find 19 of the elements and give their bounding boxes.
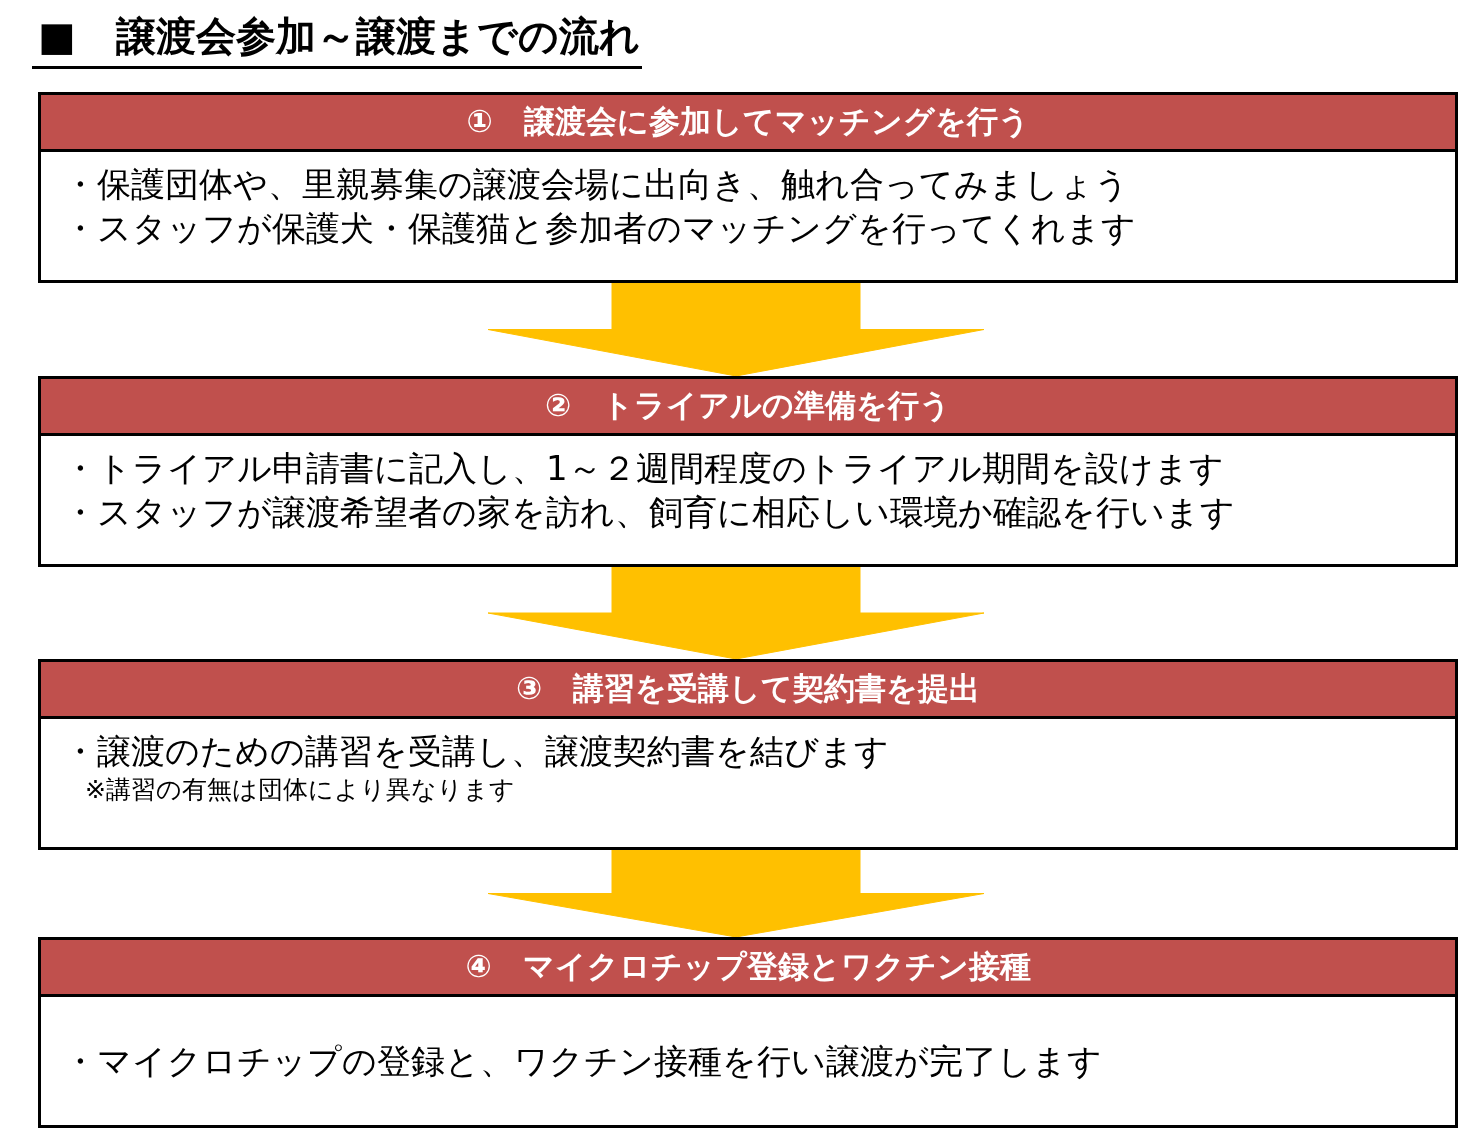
step-heading: ③ 講習を受講して契約書を提出	[41, 662, 1455, 719]
step-box	[38, 376, 1458, 567]
step-box	[38, 659, 1458, 850]
bullet-text: ・マイクロチップの登録と、ワクチン接種を行い譲渡が完了します	[63, 1040, 1102, 1083]
block-arrow	[487, 282, 985, 377]
bullet-text: ・スタッフが保護犬・保護猫と参加者のマッチングを行ってくれます	[63, 207, 1136, 250]
step-box	[38, 92, 1458, 283]
step-heading: ④ マイクロチップ登録とワクチン接種	[41, 940, 1455, 997]
block-arrow	[487, 849, 985, 938]
bullet-text: ・保護団体や、里親募集の譲渡会場に出向き、触れ合ってみましょう	[63, 163, 1129, 206]
bullet-text: ・譲渡のための講習を受講し、譲渡契約書を結びます	[63, 730, 889, 773]
note-text: ※講習の有無は団体により異なります	[84, 774, 515, 806]
page-title: ■ 譲渡会参加～譲渡までの流れ	[32, 8, 642, 69]
bullet-text: ・スタッフが譲渡希望者の家を訪れ、飼育に相応しい環境か確認を行います	[63, 491, 1235, 534]
block-arrow	[487, 566, 985, 660]
step-box	[38, 937, 1458, 1128]
bullet-text: ・トライアル申請書に記入し、1～２週間程度のトライアル期間を設けます	[63, 447, 1224, 490]
step-heading: ① 譲渡会に参加してマッチングを行う	[41, 95, 1455, 152]
step-heading: ② トライアルの準備を行う	[41, 379, 1455, 436]
